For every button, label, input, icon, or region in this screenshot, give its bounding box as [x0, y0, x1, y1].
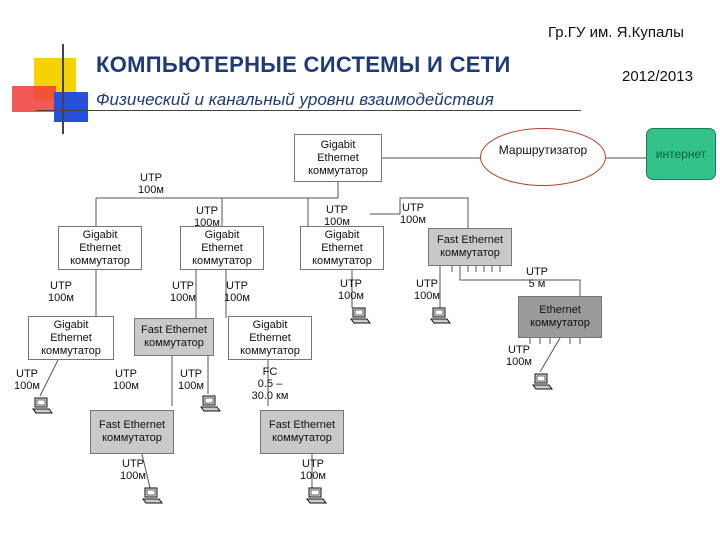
fast-ethernet-switch-middle: Fast Ethernet коммутатор — [134, 318, 214, 356]
router-node: Маршрутизатор — [480, 128, 606, 186]
gigabit-switch-lower-right: Gigabit Ethernet коммутатор — [228, 316, 312, 360]
gigabit-switch-left: Gigabit Ethernet коммутатор — [58, 226, 142, 270]
link-label-lower-left-pc: UTP 100м — [14, 368, 40, 392]
link-label-left-down: UTP 100м — [48, 280, 74, 304]
link-label-fe-eth: UTP 5 м — [526, 266, 548, 290]
computer-icon — [306, 487, 327, 504]
computer-icon — [430, 307, 451, 324]
fast-ethernet-switch-bottom-left: Fast Ethernet коммутатор — [90, 410, 174, 454]
page-subtitle: Физический и канальный уровни взаимодейс… — [96, 90, 494, 109]
computer-icon — [200, 395, 221, 412]
link-label-core-left: UTP 100м — [138, 172, 164, 196]
academic-year: 2012/2013 — [622, 68, 693, 85]
organization-label: Гр.ГУ им. Я.Купалы — [548, 24, 684, 41]
computer-icon — [350, 307, 371, 324]
internet-node: интернет — [646, 128, 716, 180]
ethernet-switch: Ethernet коммутатор — [518, 296, 602, 338]
link-label-core-c: UTP 100м — [324, 204, 350, 228]
link-label-fe-pc: UTP 100м — [414, 278, 440, 302]
decor-horizontal-line — [36, 110, 581, 111]
computer-icon — [532, 373, 553, 390]
gigabit-switch-lower-left: Gigabit Ethernet коммутатор — [28, 316, 114, 360]
link-label-core-mid: UTP 100м — [194, 205, 220, 229]
link-label-bottom-left: UTP 100м — [120, 458, 146, 482]
computer-icon — [142, 487, 163, 504]
link-label-right-pc: UTP 100м — [338, 278, 364, 302]
core-gigabit-switch: Gigabit Ethernet коммутатор — [294, 134, 382, 182]
decor-vertical-line — [62, 44, 64, 134]
gigabit-switch-right: Gigabit Ethernet коммутатор — [300, 226, 384, 270]
fast-ethernet-switch-top: Fast Ethernet коммутатор — [428, 228, 512, 266]
fast-ethernet-switch-bottom-right: Fast Ethernet коммутатор — [260, 410, 344, 454]
link-label-fe-mid-down: UTP 100м — [113, 368, 139, 392]
gigabit-switch-center: Gigabit Ethernet коммутатор — [180, 226, 264, 270]
link-label-fiber: FC 0.5 – 30.0 км — [251, 366, 289, 402]
page-title: КОМПЬЮТЕРНЫЕ СИСТЕМЫ И СЕТИ — [96, 52, 511, 77]
link-label-bottom-right: UTP 100м — [300, 458, 326, 482]
computer-icon — [32, 397, 53, 414]
decor-red-square — [12, 86, 56, 112]
decor-blue-square — [54, 92, 88, 122]
link-label-center-a: UTP 100м — [170, 280, 196, 304]
link-label-eth-pc: UTP 100м — [506, 344, 532, 368]
link-label-fe-mid-pc: UTP 100м — [178, 368, 204, 392]
link-label-center-b: UTP 100м — [224, 280, 250, 304]
link-label-core-fe: UTP 100м — [400, 202, 426, 226]
